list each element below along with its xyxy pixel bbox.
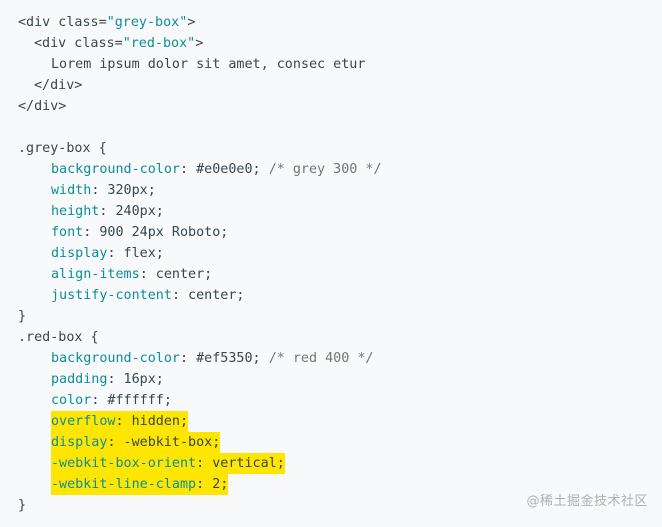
css-value: : 240px; [99, 204, 164, 219]
css-property: background-color [51, 162, 180, 177]
css-property: display [51, 246, 108, 261]
close-brace: } [18, 309, 27, 324]
html-class-value: "grey-box" [106, 15, 188, 30]
css-property: align-items [51, 267, 140, 282]
grey-box-close: } [18, 306, 662, 327]
css-value: : 900 24px Roboto; [83, 225, 229, 240]
css-rule-highlighted: -webkit-box-orient: vertical; [18, 453, 662, 474]
html-tag-end: </div> [34, 78, 83, 93]
css-value: : center; [139, 267, 213, 282]
css-property: width [51, 183, 92, 198]
watermark: @稀土掘金技术社区 [526, 494, 648, 509]
css-rule-highlighted: display: -webkit-box; [18, 432, 662, 453]
css-rule: display: flex; [18, 243, 662, 264]
highlight-mark: -webkit-box-orient: vertical; [51, 453, 285, 474]
css-rule: font: 900 24px Roboto; [18, 222, 662, 243]
css-value: : 2; [196, 477, 229, 492]
css-property: display [51, 435, 108, 450]
lorem-text: Lorem ipsum dolor sit amet, consec etur [51, 57, 366, 72]
selector-text: .red-box { [18, 330, 99, 345]
css-value: : #ef5350; [180, 351, 269, 366]
code-line-html-2: <div class="red-box"> [18, 33, 662, 54]
css-property: font [51, 225, 84, 240]
css-rule: background-color: #e0e0e0; /* grey 300 *… [18, 159, 662, 180]
css-value: : #ffffff; [91, 393, 172, 408]
css-value: : 16px; [107, 372, 164, 387]
html-tag-close-bracket: > [195, 36, 204, 51]
css-property: background-color [51, 351, 180, 366]
css-value: : hidden; [115, 414, 189, 429]
css-value: : #e0e0e0; [180, 162, 269, 177]
css-rule: background-color: #ef5350; /* red 400 */ [18, 348, 662, 369]
css-value: : center; [171, 288, 245, 303]
highlight-mark: -webkit-line-clamp: 2; [51, 474, 229, 495]
code-line-html-5: </div> [18, 96, 662, 117]
css-property: -webkit-box-orient [51, 456, 197, 471]
css-property: padding [51, 372, 108, 387]
red-box-selector: .red-box { [18, 327, 662, 348]
css-comment: /* red 400 */ [268, 351, 374, 366]
html-tag-open: <div class= [18, 15, 107, 30]
css-rule-highlighted: -webkit-line-clamp: 2; [18, 474, 662, 495]
code-line-html-3: Lorem ipsum dolor sit amet, consec etur [18, 54, 662, 75]
grey-box-selector: .grey-box { [18, 138, 662, 159]
css-value: : flex; [107, 246, 164, 261]
css-property: overflow [51, 414, 116, 429]
css-rule: justify-content: center; [18, 285, 662, 306]
css-value: : -webkit-box; [107, 435, 221, 450]
css-property: -webkit-line-clamp [51, 477, 197, 492]
css-rule-highlighted: overflow: hidden; [18, 411, 662, 432]
html-tag-close-bracket: > [187, 15, 196, 30]
css-rule: padding: 16px; [18, 369, 662, 390]
html-class-value: "red-box" [122, 36, 196, 51]
close-brace: } [18, 498, 27, 513]
code-line-html-1: <div class="grey-box"> [18, 12, 662, 33]
css-comment: /* grey 300 */ [268, 162, 382, 177]
code-line-blank [18, 117, 662, 138]
html-tag-open: <div class= [34, 36, 123, 51]
code-line-html-4: </div> [18, 75, 662, 96]
selector-text: .grey-box { [18, 141, 107, 156]
css-property: justify-content [51, 288, 172, 303]
css-value: : vertical; [196, 456, 285, 471]
html-tag-end: </div> [18, 99, 67, 114]
highlight-mark: display: -webkit-box; [51, 432, 221, 453]
red-box-close: } [18, 495, 662, 516]
css-value: : 320px; [91, 183, 156, 198]
highlight-mark: overflow: hidden; [51, 411, 189, 432]
css-rule: color: #ffffff; [18, 390, 662, 411]
css-rule: width: 320px; [18, 180, 662, 201]
css-property: color [51, 393, 92, 408]
css-rule: align-items: center; [18, 264, 662, 285]
css-property: height [51, 204, 100, 219]
css-rule: height: 240px; [18, 201, 662, 222]
